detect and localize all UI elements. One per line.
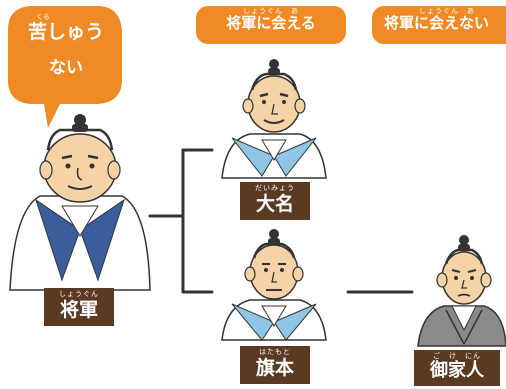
speech-bubble xyxy=(8,6,122,128)
shogun-label: しょうぐん 将軍 xyxy=(44,288,114,326)
bubble-text: くる 苦しゅう ない xyxy=(12,14,120,77)
hatamoto-figure xyxy=(221,229,327,341)
shogun-text: 将軍 xyxy=(59,299,98,321)
hatamoto-label: はたもと 旗本 xyxy=(240,346,310,384)
bubble-ruby: くる xyxy=(36,13,50,21)
shogun-figure xyxy=(9,114,151,291)
can-meet-shogun-label: しょうぐん あ 将軍に会える xyxy=(196,6,346,44)
cannot-meet-shogun-label: しょうぐん あ 将軍に会えない xyxy=(372,6,506,44)
cannot-meet-text: 将軍に会えない xyxy=(384,14,490,32)
connector-lines xyxy=(148,148,414,294)
gokenin-label: ご け にん 御家人 xyxy=(414,350,500,386)
bubble-line2: ない xyxy=(49,58,83,78)
daimyo-ruby: だいみょう xyxy=(255,184,295,192)
daimyo-text: 大名 xyxy=(255,193,294,215)
hatamoto-ruby: はたもと xyxy=(259,348,291,356)
cannot-meet-ruby: しょうぐん あ xyxy=(419,7,475,15)
can-meet-ruby: しょうぐん あ xyxy=(243,7,299,15)
gokenin-text: 御家人 xyxy=(430,360,484,381)
daimyo-label: だいみょう 大名 xyxy=(240,182,310,220)
gokenin-figure xyxy=(417,235,506,347)
bubble-line1: 苦しゅう xyxy=(27,21,104,43)
can-meet-text: 将軍に会える xyxy=(226,14,316,32)
daimyo-figure xyxy=(221,59,327,179)
hatamoto-text: 旗本 xyxy=(255,357,294,379)
gokenin-ruby: ご け にん xyxy=(433,352,481,360)
shogun-ruby: しょうぐん xyxy=(59,290,99,298)
